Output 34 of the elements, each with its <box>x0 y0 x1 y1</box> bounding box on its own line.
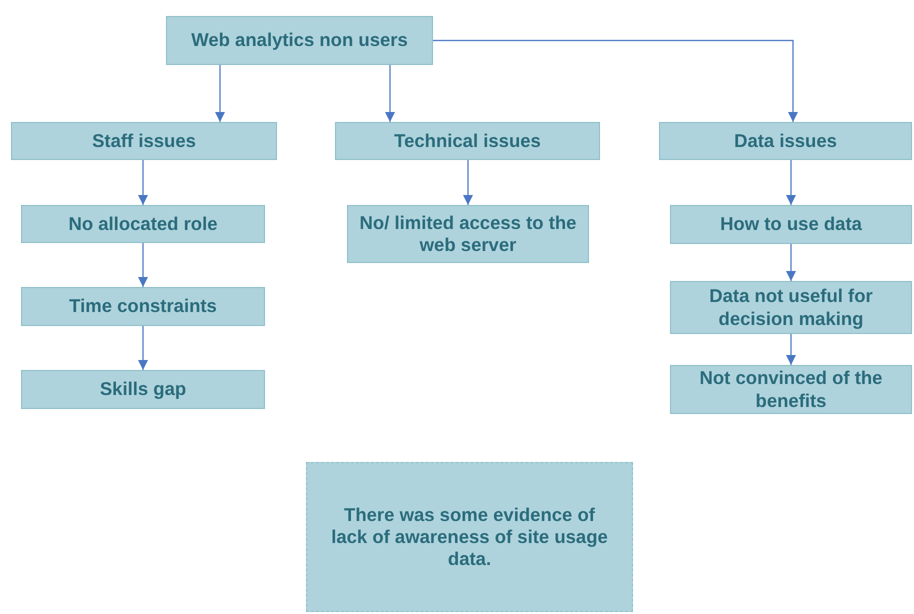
box-label: No allocated role <box>68 212 218 236</box>
box-label: Web analytics non users <box>191 29 408 52</box>
note-box <box>306 462 633 612</box>
issue-box <box>670 205 912 244</box>
issue-box <box>21 287 265 326</box>
arrow <box>786 244 796 281</box>
box-label: Data not useful for decision making <box>708 285 874 330</box>
issue-box <box>21 205 265 243</box>
issue-box <box>166 16 433 65</box>
box-label: Not convinced of the benefits <box>698 367 884 412</box>
issue-box <box>347 205 589 263</box>
box-label: Staff issues <box>92 130 196 152</box>
box-label: Data issues <box>734 130 837 152</box>
issue-box <box>670 281 912 334</box>
issue-box <box>21 370 265 409</box>
arrow <box>786 160 796 205</box>
arrow <box>138 326 148 370</box>
arrow <box>786 334 796 365</box>
box-label: Time constraints <box>69 295 217 318</box>
box-label: Technical issues <box>394 130 541 152</box>
arrow <box>385 65 395 122</box>
box-label: Skills gap <box>100 378 186 401</box>
box-label: How to use data <box>720 213 862 236</box>
box-label: There was some evidence of lack of awareness of site usage data. <box>330 504 609 570</box>
arrow <box>215 65 225 122</box>
issue-box <box>335 122 600 160</box>
issue-box <box>11 122 277 160</box>
arrow <box>138 243 148 287</box>
box-label: No/ limited access to the web server <box>358 212 578 256</box>
arrow <box>138 160 148 205</box>
arrow <box>433 40 798 122</box>
arrow <box>463 160 473 205</box>
issue-box <box>670 365 912 414</box>
issue-box <box>659 122 912 160</box>
